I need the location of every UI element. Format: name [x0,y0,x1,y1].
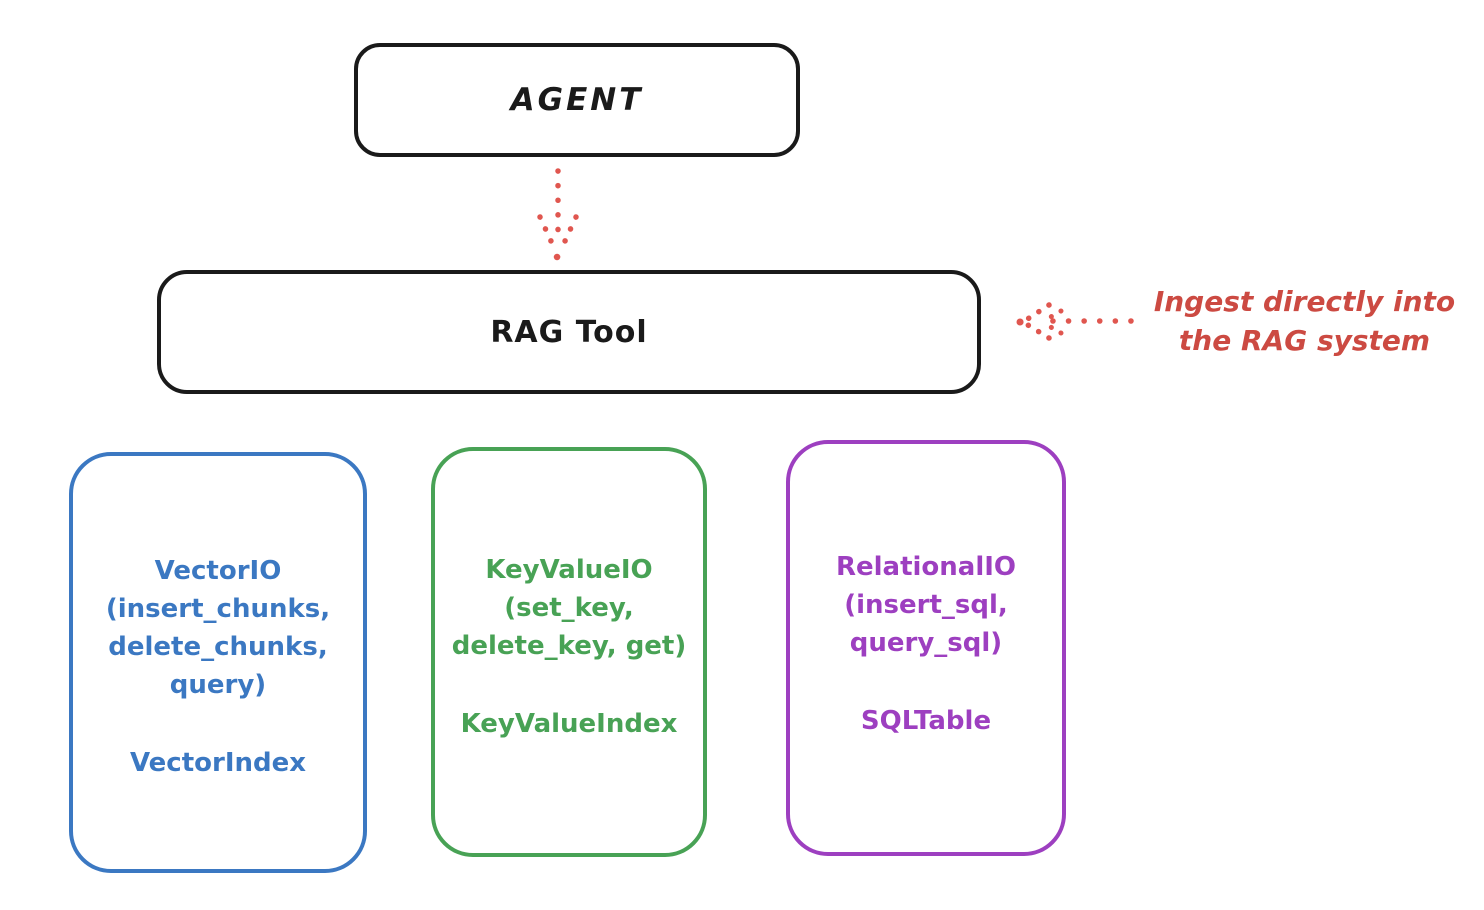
keyvalue-io-line2: (set_key, [504,593,634,623]
rag-tool-label: RAG Tool [490,314,648,350]
relational-io-line1: RelationalIO [835,552,1017,582]
agent-box: AGENT [354,43,800,157]
vector-io-line1: VectorIO [154,556,282,586]
vector-io-line3: delete_chunks, [108,632,328,662]
vector-io-box: VectorIO (insert_chunks, delete_chunks, … [69,452,367,873]
keyvalue-io-box: KeyValueIO (set_key, delete_key, get) Ke… [431,447,707,857]
keyvalue-io-line3: delete_key, get) [451,631,687,661]
ingest-annotation-line1: Ingest directly into [1153,285,1456,318]
relational-io-line3: query_sql) [849,628,1003,658]
agent-to-rag-arrow [537,168,579,261]
keyvalue-index-label: KeyValueIndex [460,709,678,739]
vector-io-line2: (insert_chunks, [105,594,331,624]
keyvalue-io-line1: KeyValueIO [485,555,653,585]
ingest-arrow [1016,302,1134,341]
relational-index-label: SQLTable [860,706,992,736]
vector-index-label: VectorIndex [129,748,307,778]
agent-label: AGENT [510,82,644,118]
relational-io-line2: (insert_sql, [844,590,1008,620]
rag-tool-box: RAG Tool [157,270,981,394]
relational-io-box: RelationalIO (insert_sql, query_sql) SQL… [786,440,1066,856]
ingest-annotation-line2: the RAG system [1178,324,1431,357]
vector-io-line4: query) [169,670,267,700]
ingest-annotation: Ingest directly into the RAG system [1132,282,1477,360]
